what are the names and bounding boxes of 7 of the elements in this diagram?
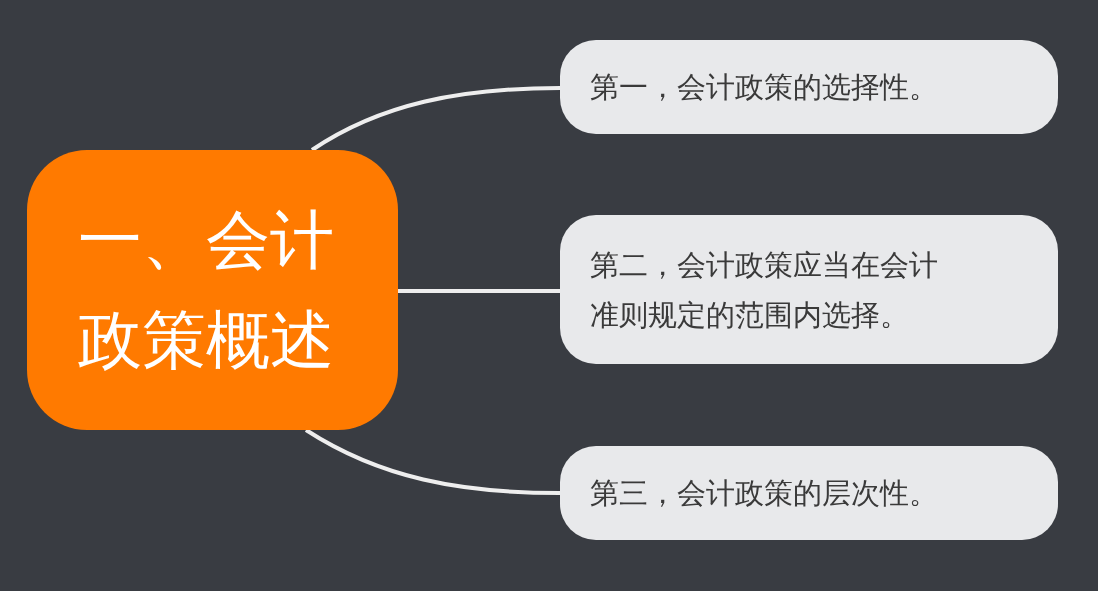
connector-line (310, 86, 561, 152)
connector-line (398, 289, 560, 293)
subtopic-box: 第二，会计政策应当在会计准则规定的范围内选择。 (560, 215, 1058, 364)
subtopic-box: 第三，会计政策的层次性。 (560, 446, 1058, 540)
connector-line (304, 428, 561, 495)
topic-box: 一、会计政策概述 (27, 150, 398, 430)
subtopic-box: 第一，会计政策的选择性。 (560, 40, 1058, 134)
